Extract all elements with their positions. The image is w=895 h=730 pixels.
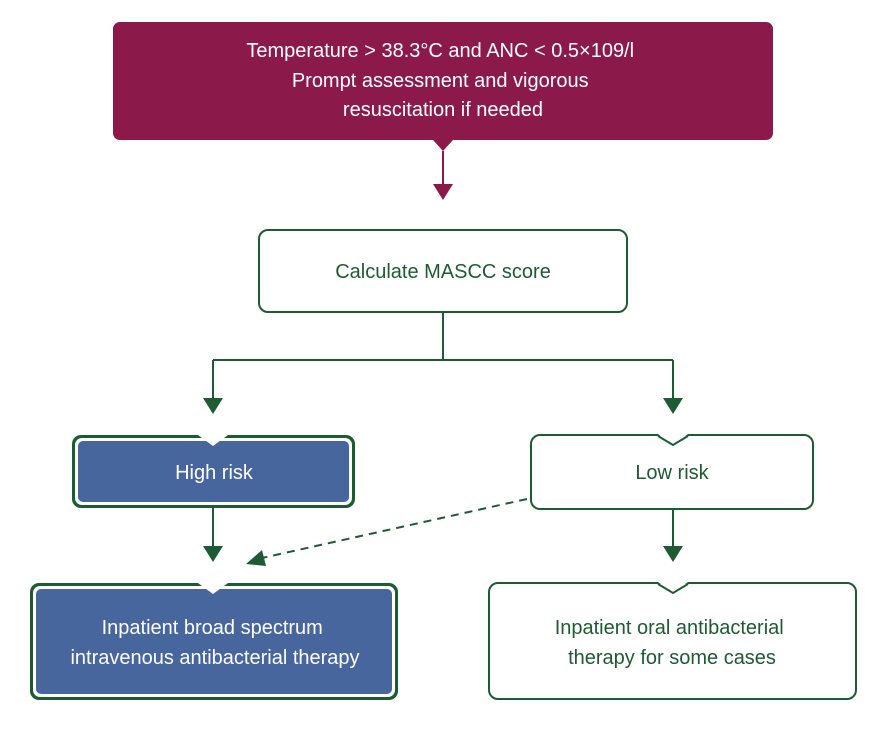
inpatient-iv-line-2: intravenous antibacterial therapy bbox=[70, 647, 359, 669]
arrow-high-to-iv bbox=[203, 508, 223, 562]
mascc-node: Calculate MASCC score bbox=[258, 229, 628, 313]
inpatient-oral-line-1: Inpatient oral antibacterial bbox=[555, 617, 784, 639]
arrow-start-to-mascc bbox=[433, 151, 453, 200]
low-risk-node: Low risk bbox=[530, 434, 814, 510]
branch-connector bbox=[212, 312, 674, 400]
arrow-to-high-risk bbox=[203, 398, 223, 414]
svg-text:Inpatient oral antibacterial: Inpatient oral antibacterial therapy for… bbox=[555, 617, 790, 669]
start-line-2: Prompt assessment and vigorous bbox=[292, 70, 589, 92]
arrow-to-low-risk bbox=[663, 398, 683, 414]
arrow-low-to-oral bbox=[663, 509, 683, 562]
inpatient-oral-line-2: therapy for some cases bbox=[568, 647, 776, 669]
high-risk-node: High risk bbox=[72, 435, 355, 508]
inpatient-oral-node: Inpatient oral antibacterial therapy for… bbox=[488, 582, 857, 700]
inpatient-iv-node: Inpatient broad spectrum intravenous ant… bbox=[30, 583, 398, 700]
svg-text:High risk: High risk bbox=[175, 462, 254, 484]
inpatient-iv-line-1: Inpatient broad spectrum bbox=[102, 617, 323, 639]
mascc-label: Calculate MASCC score bbox=[335, 261, 551, 283]
dashed-arrow-low-to-iv bbox=[246, 498, 528, 566]
svg-text:Low risk: Low risk bbox=[635, 462, 709, 484]
low-risk-label: Low risk bbox=[635, 462, 709, 484]
start-line-3: resuscitation if needed bbox=[343, 99, 543, 121]
svg-text:Inpatient broad spectrum: Inpatient broad spectrum intravenous ant… bbox=[70, 617, 359, 669]
high-risk-label: High risk bbox=[175, 462, 254, 484]
svg-text:Temperature > 38.3°C and ANC <: Temperature > 38.3°C and ANC < 0.5×109/l… bbox=[246, 40, 639, 121]
svg-text:Calculate MASCC score: Calculate MASCC score bbox=[335, 261, 551, 283]
start-node: Temperature > 38.3°C and ANC < 0.5×109/l… bbox=[113, 22, 773, 151]
start-line-1: Temperature > 38.3°C and ANC < 0.5×109/l bbox=[246, 40, 634, 62]
